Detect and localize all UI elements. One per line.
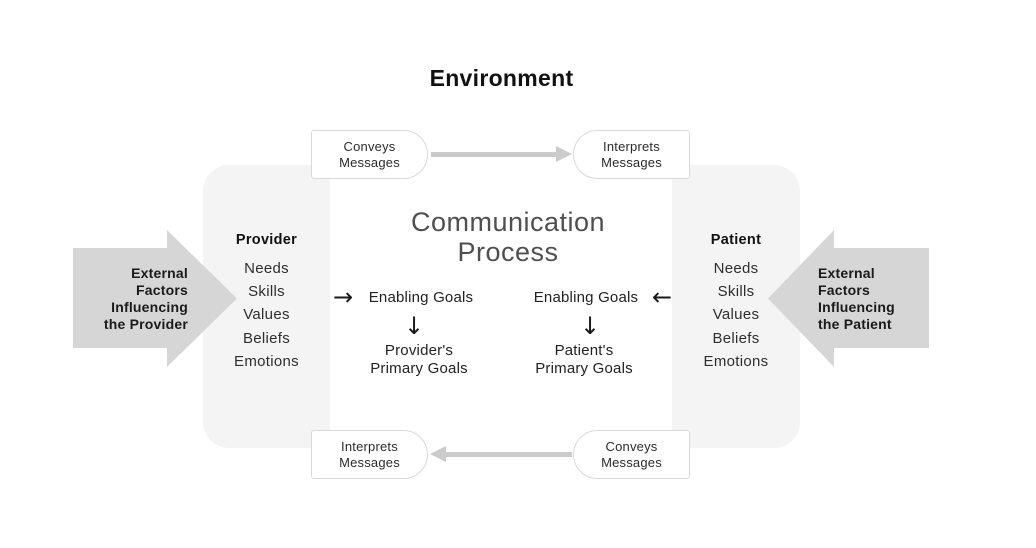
external-factors-provider-label: External Factors Influencing the Provide… — [58, 265, 188, 333]
provider-attribute: Emotions — [234, 352, 299, 370]
top-flow-connector — [431, 152, 557, 157]
top-flow-arrowhead-icon — [556, 146, 572, 162]
provider-conveys-messages-label: Conveys Messages — [339, 138, 400, 170]
communication-process-heading-line: Process — [457, 237, 559, 267]
provider-primary-goals-line: Primary Goals — [370, 359, 468, 377]
external-factors-patient-label: External Factors Influencing the Patient — [818, 265, 948, 333]
communication-process-heading-line: Communication — [410, 207, 606, 237]
down-arrow-icon: ↓ — [403, 312, 425, 340]
patient-enabling-goals-label: Enabling Goals — [533, 289, 639, 306]
external-factors-provider-line: Influencing — [111, 299, 188, 315]
patient-attribute: Beliefs — [712, 329, 760, 347]
provider-interprets-messages-label: Interprets Messages — [339, 438, 400, 470]
right-arrow-icon: → — [332, 283, 354, 311]
provider-enabling-goals-label: Enabling Goals — [368, 289, 474, 306]
left-arrow-icon: ← — [651, 283, 673, 311]
provider-heading: Provider — [235, 232, 298, 248]
patient-conveys-messages-label: Conveys Messages — [601, 438, 662, 470]
down-arrow-icon: ↓ — [579, 312, 601, 340]
patient-interprets-messages-label: Interprets Messages — [601, 138, 662, 170]
provider-primary-goals-label: Provider's Primary Goals — [369, 342, 469, 377]
patient-attribute: Emotions — [703, 352, 769, 370]
external-factors-patient-line: External — [818, 265, 875, 281]
provider-attribute: Values — [243, 306, 290, 324]
provider-attribute: Skills — [248, 283, 285, 301]
provider-primary-goals-line: Provider's — [384, 342, 454, 359]
external-factors-patient-line: Influencing — [818, 299, 895, 315]
communication-process-heading: Communication Process — [333, 207, 683, 267]
patient-interprets-messages-box: Interprets Messages — [573, 130, 690, 179]
external-factors-provider-line: the Provider — [103, 316, 188, 332]
external-factors-patient-line: the Patient — [818, 316, 892, 332]
external-factors-patient-line: Factors — [818, 282, 870, 298]
patient-primary-goals-label: Patient's Primary Goals — [534, 342, 634, 377]
external-factors-provider-line: External — [131, 265, 188, 281]
patient-conveys-messages-box: Conveys Messages — [573, 430, 690, 479]
external-factors-provider-line: Factors — [136, 282, 188, 298]
environment-title: Environment — [429, 65, 574, 91]
patient-primary-goals-line: Primary Goals — [535, 359, 633, 377]
provider-interprets-messages-box: Interprets Messages — [311, 430, 428, 479]
patient-attribute: Values — [712, 306, 760, 324]
communication-process-area — [330, 165, 672, 448]
provider-attribute: Beliefs — [242, 329, 291, 347]
patient-attribute-list: Needs Skills Values Beliefs Emotions — [672, 257, 800, 373]
patient-heading: Patient — [710, 232, 762, 248]
provider-attribute: Needs — [244, 260, 289, 277]
bottom-flow-connector — [446, 452, 572, 457]
patient-primary-goals-line: Patient's — [554, 342, 614, 359]
provider-conveys-messages-box: Conveys Messages — [311, 130, 428, 179]
bottom-flow-arrowhead-icon — [430, 446, 446, 462]
patient-attribute: Skills — [717, 283, 755, 301]
patient-attribute: Needs — [713, 260, 759, 277]
provider-attribute-list: Needs Skills Values Beliefs Emotions — [203, 257, 330, 373]
